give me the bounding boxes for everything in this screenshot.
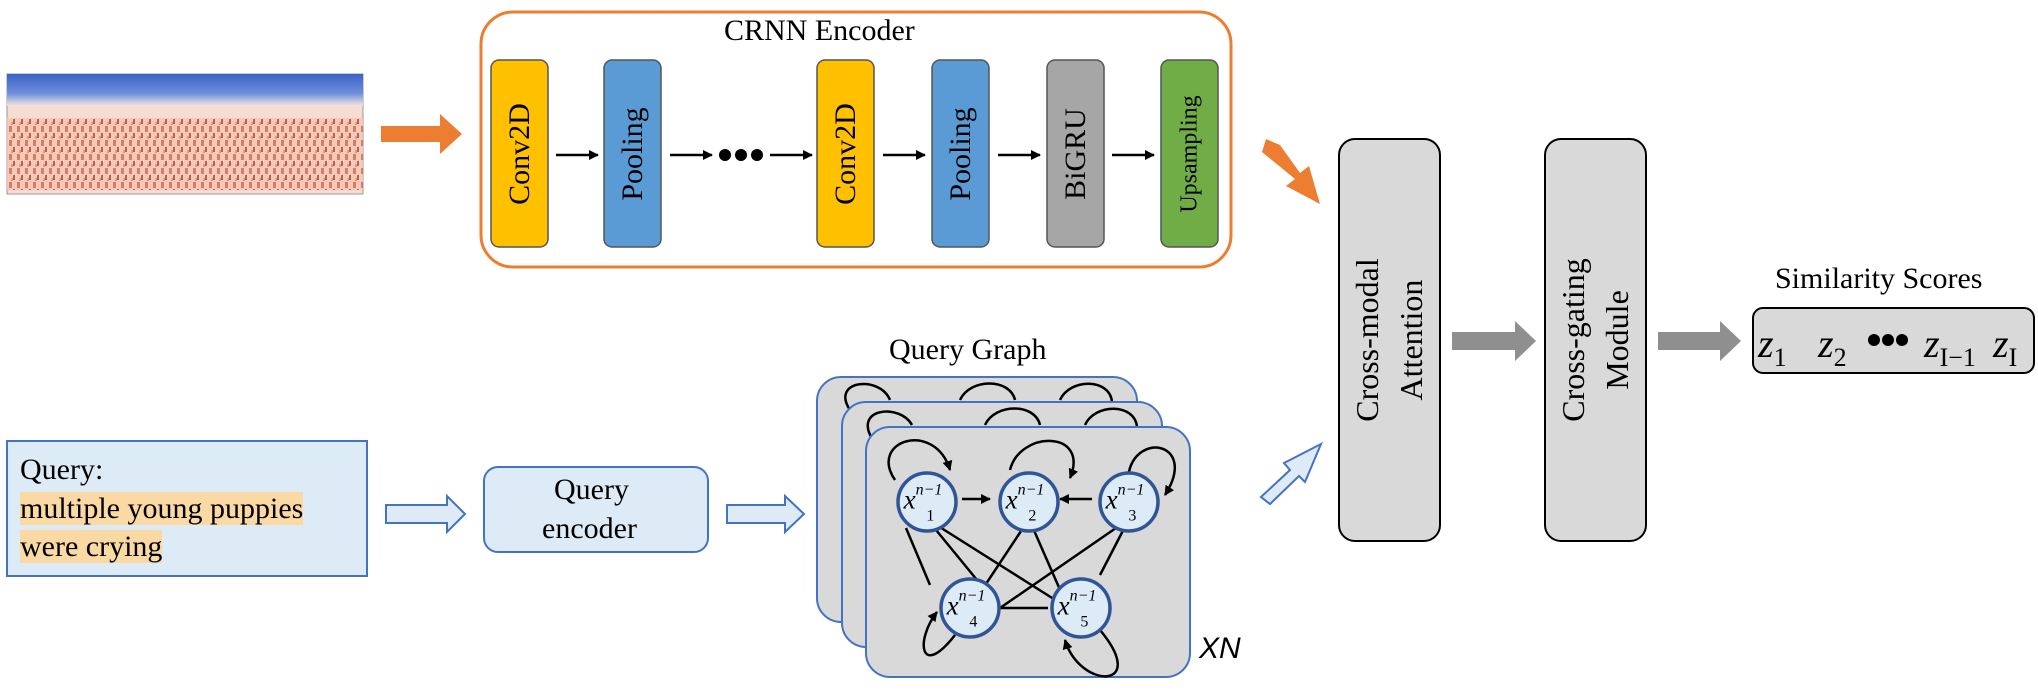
blue-arrow-query-to-encoder — [385, 493, 467, 535]
gating-line-2: Module — [1599, 290, 1635, 390]
spectrogram-image — [6, 73, 364, 195]
query-encoder-box — [483, 466, 709, 553]
crnn-ellipsis — [719, 149, 763, 161]
query-text-line-2: were crying — [20, 530, 163, 564]
crnn-block-label-4: Pooling — [943, 106, 977, 201]
graph-node-4 — [939, 577, 1001, 639]
score-item-4: zI — [1993, 321, 2018, 372]
cross-gating-module-box — [1544, 138, 1647, 542]
graph-node-label-1: xn−11 — [903, 481, 943, 525]
graph-node-5 — [1050, 577, 1112, 639]
query-encoder-label-1: Query — [554, 473, 629, 506]
attention-line-1: Cross-modal — [1349, 258, 1385, 422]
graph-node-2 — [998, 471, 1060, 533]
score-item-1: z1 — [1758, 321, 1787, 372]
crnn-block-label-2: Pooling — [615, 106, 649, 201]
query-encoder-label-2: encoder — [542, 512, 637, 545]
blue-arrow-encoder-to-graph — [726, 493, 806, 535]
graph-node-label-3: xn−13 — [1105, 481, 1145, 525]
crnn-block-label-6: Upsampling — [1176, 94, 1202, 213]
orange-arrow-input — [381, 114, 462, 154]
crnn-encoder-title: CRNN Encoder — [724, 14, 915, 47]
gray-arrow-gating-to-scores — [1658, 321, 1741, 361]
gray-arrow-attention-to-gating — [1452, 321, 1536, 361]
crnn-block-6 — [1160, 59, 1219, 248]
graph-node-label-2: xn−12 — [1005, 481, 1045, 525]
cross-modal-attention-box — [1338, 138, 1441, 542]
similarity-scores-title: Similarity Scores — [1775, 262, 1983, 295]
graph-node-1 — [896, 471, 958, 533]
crnn-blocks — [490, 59, 1219, 248]
repeat-label: XN — [1199, 632, 1241, 665]
graph-node-label-5: xn−15 — [1057, 587, 1097, 631]
blue-arrow-graph-to-attention — [1259, 441, 1323, 506]
cross-gating-module-label: Cross-gating Module — [1551, 258, 1639, 422]
crnn-block-label-5: BiGRU — [1058, 107, 1092, 200]
crnn-block-label-3: Conv2D — [828, 102, 862, 205]
graph-node-3 — [1098, 471, 1160, 533]
query-highlight-2: were crying — [20, 530, 163, 563]
scores-ellipsis — [1868, 334, 1908, 346]
graph-edges — [887, 439, 1176, 678]
crnn-block-5 — [1046, 59, 1105, 248]
crnn-block-3 — [816, 59, 875, 248]
score-item-2: z2 — [1818, 321, 1847, 372]
graph-node-label-4: xn−14 — [946, 587, 986, 631]
query-highlight-1: multiple young puppies — [20, 492, 304, 525]
score-item-3: zI−1 — [1924, 321, 1976, 372]
attention-line-2: Attention — [1393, 279, 1429, 401]
gating-line-1: Cross-gating — [1555, 258, 1591, 422]
crnn-block-2 — [603, 59, 662, 248]
orange-arrow-to-attention — [1262, 139, 1320, 204]
crnn-block-label-1: Conv2D — [502, 102, 536, 205]
graph-nodes — [896, 471, 1160, 639]
crnn-block-4 — [931, 59, 990, 248]
query-text-line-1: multiple young puppies — [20, 492, 304, 526]
crnn-block-1 — [490, 59, 549, 248]
query-heading: Query: — [20, 453, 104, 486]
query-graph-title: Query Graph — [889, 333, 1047, 366]
cross-modal-attention-label: Cross-modal Attention — [1345, 258, 1433, 422]
